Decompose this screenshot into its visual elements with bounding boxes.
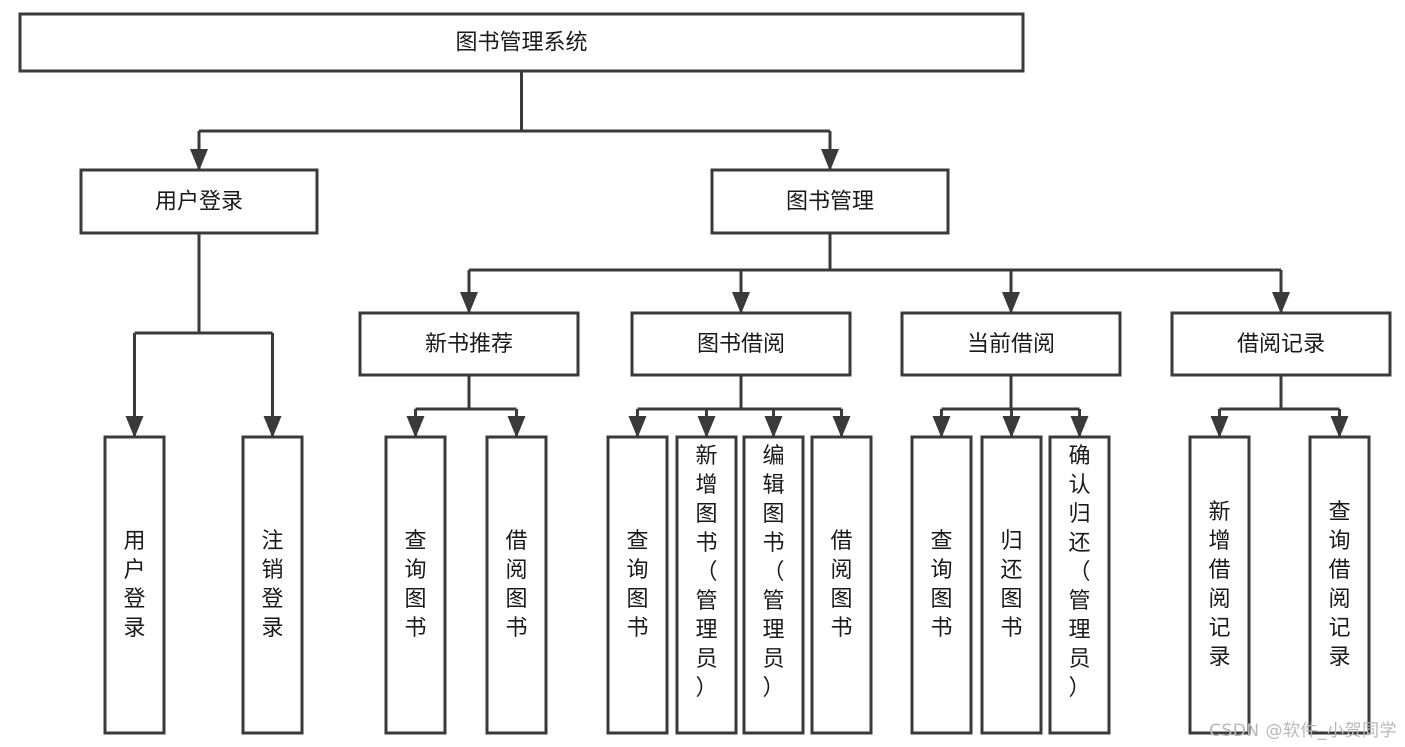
- node-label: 用户登录: [123, 529, 145, 641]
- node-user-login[interactable]: 用户登录: [79, 168, 319, 235]
- node-rect: [1188, 435, 1251, 735]
- node-rect: [384, 435, 447, 735]
- node-label: 注销登录: [261, 529, 283, 641]
- node-rect: [810, 435, 873, 735]
- node-leaf-user-login[interactable]: 用户登录: [103, 435, 166, 735]
- node-new-book-recommend[interactable]: 新书推荐: [358, 311, 580, 377]
- arrow-head-icon: [764, 416, 783, 438]
- connector-layer: [125, 71, 1349, 438]
- node-label: 查询图书: [930, 529, 952, 641]
- arrow-head-icon: [263, 416, 282, 438]
- node-rect: [675, 435, 738, 735]
- node-leaf-add-borrow-record[interactable]: 新增借阅记录: [1188, 435, 1251, 735]
- arrow-head-icon: [1070, 416, 1089, 438]
- arrow-head-icon: [125, 416, 144, 438]
- node-label: 借阅记录: [1237, 332, 1325, 357]
- node-leaf-add-book-admin[interactable]: 新增图书（管理员）: [675, 435, 738, 735]
- node-label: 归还图书: [1000, 529, 1022, 641]
- arrow-head-icon: [1272, 292, 1290, 314]
- node-leaf-return-book[interactable]: 归还图书: [980, 435, 1043, 735]
- node-leaf-query-book-3[interactable]: 查询图书: [910, 435, 973, 735]
- node-rect: [358, 311, 580, 377]
- node-borrow-record[interactable]: 借阅记录: [1170, 311, 1392, 377]
- node-book-borrow[interactable]: 图书借阅: [630, 311, 852, 377]
- arrow-head-icon: [406, 416, 425, 438]
- node-leaf-query-borrow-record[interactable]: 查询借阅记录: [1308, 435, 1371, 735]
- arrow-head-icon: [190, 149, 208, 171]
- arrow-head-icon: [460, 292, 478, 314]
- node-label: 借阅图书: [830, 529, 852, 641]
- arrow-head-icon: [507, 416, 526, 438]
- node-rect: [1170, 311, 1392, 377]
- node-rect: [606, 435, 669, 735]
- node-root-root[interactable]: 图书管理系统: [18, 12, 1025, 73]
- node-book-manage[interactable]: 图书管理: [710, 168, 950, 235]
- node-rect: [79, 168, 319, 235]
- node-rect: [485, 435, 548, 735]
- node-label: 新增借阅记录: [1208, 500, 1230, 670]
- node-leaf-edit-book-admin[interactable]: 编辑图书（管理员）: [742, 435, 805, 735]
- node-rect: [18, 12, 1025, 73]
- node-rect: [980, 435, 1043, 735]
- node-label: 新书推荐: [425, 332, 513, 357]
- node-current-borrow[interactable]: 当前借阅: [900, 311, 1122, 377]
- arrow-head-icon: [832, 416, 851, 438]
- arrow-head-icon: [932, 416, 951, 438]
- node-label: 查询图书: [404, 529, 426, 641]
- node-rect: [630, 311, 852, 377]
- arrow-head-icon: [628, 416, 647, 438]
- arrow-head-icon: [732, 292, 750, 314]
- node-rect: [742, 435, 805, 735]
- arrow-head-icon: [1002, 292, 1020, 314]
- arrow-head-icon: [821, 149, 839, 171]
- node-leaf-confirm-return-admin[interactable]: 确认归还（管理员）: [1048, 435, 1111, 735]
- node-rect: [710, 168, 950, 235]
- node-label: 当前借阅: [967, 332, 1055, 357]
- node-label: 图书借阅: [697, 332, 785, 357]
- node-rect: [241, 435, 304, 735]
- node-rect: [910, 435, 973, 735]
- arrow-head-icon: [697, 416, 716, 438]
- node-label: 确认归还（管理员）: [1068, 444, 1090, 701]
- node-rect: [1048, 435, 1111, 735]
- node-label: 用户登录: [155, 190, 243, 215]
- node-label: 图书管理: [786, 190, 874, 215]
- node-label: 借阅图书: [505, 529, 527, 641]
- node-leaf-borrow-book-2[interactable]: 借阅图书: [810, 435, 873, 735]
- node-rect: [1308, 435, 1371, 735]
- node-leaf-query-book-1[interactable]: 查询图书: [384, 435, 447, 735]
- node-leaf-borrow-book-1[interactable]: 借阅图书: [485, 435, 548, 735]
- node-leaf-logout[interactable]: 注销登录: [241, 435, 304, 735]
- node-label: 查询图书: [626, 529, 648, 641]
- node-rect: [103, 435, 166, 735]
- node-leaf-query-book-2[interactable]: 查询图书: [606, 435, 669, 735]
- node-rect: [900, 311, 1122, 377]
- node-label: 查询借阅记录: [1328, 500, 1350, 670]
- node-label: 编辑图书（管理员）: [762, 444, 784, 701]
- arrow-head-icon: [1002, 416, 1021, 438]
- node-label: 图书管理系统: [455, 31, 587, 56]
- watermark-label: CSDN @软件_小贺同学: [1209, 721, 1397, 741]
- node-layer: 图书管理系统用户登录图书管理新书推荐图书借阅当前借阅借阅记录用户登录注销登录查询…: [18, 12, 1392, 735]
- arrow-head-icon: [1330, 416, 1349, 438]
- arrow-head-icon: [1210, 416, 1229, 438]
- node-label: 新增图书（管理员）: [695, 444, 717, 701]
